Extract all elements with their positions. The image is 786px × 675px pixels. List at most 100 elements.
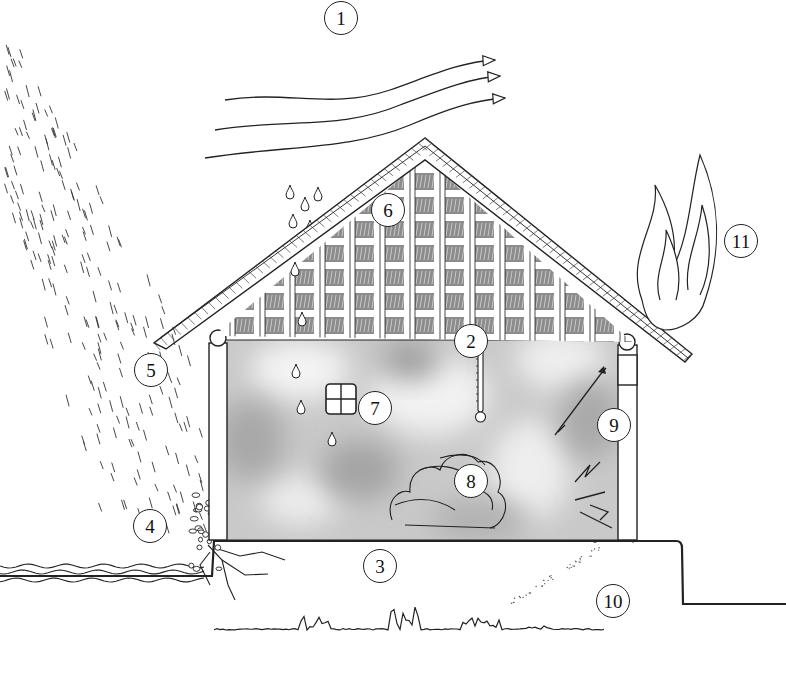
gable-wattle	[454, 247, 456, 260]
gable-wattle	[534, 317, 554, 334]
gable-wattle	[604, 343, 606, 356]
rain	[50, 339, 53, 349]
gable-wattle	[480, 295, 482, 308]
gable-wattle	[354, 293, 374, 310]
thatched-roof	[188, 317, 195, 324]
gable-wattle	[248, 295, 250, 308]
rain	[150, 407, 153, 416]
debris	[197, 545, 202, 550]
rain	[175, 413, 178, 423]
gable-wattle	[368, 319, 370, 332]
gable-wattle	[244, 247, 246, 260]
rain	[90, 225, 93, 235]
rain	[68, 147, 71, 158]
gable-wattle	[596, 343, 598, 356]
house-wall	[209, 343, 227, 540]
gable-wattle	[474, 221, 494, 238]
gable-wattle	[338, 319, 340, 332]
rain	[64, 237, 67, 245]
rain	[20, 218, 23, 228]
gable-wattle	[414, 245, 434, 262]
rain	[10, 70, 13, 82]
debris	[569, 564, 570, 565]
debris	[542, 585, 543, 586]
gable-wattle	[522, 247, 524, 260]
rain	[89, 408, 92, 415]
thermometer	[476, 348, 486, 422]
gable-wattle	[596, 319, 598, 332]
gable-wattle	[294, 173, 314, 190]
gable-wattle	[428, 175, 430, 188]
gable-wattle	[248, 199, 250, 212]
thatched-roof	[160, 146, 688, 358]
gable-wattle	[624, 173, 644, 190]
gable-wattle	[444, 293, 464, 310]
gable-wattle	[338, 175, 340, 188]
thatched-roof	[154, 138, 692, 362]
gable-wattle	[638, 343, 640, 356]
gable-wattle	[300, 175, 302, 188]
gable-wattle	[514, 319, 516, 332]
rain	[96, 317, 99, 328]
thatched-roof	[208, 302, 215, 309]
gable-wattle	[578, 199, 580, 212]
callout-number: 2	[466, 332, 476, 351]
gable-wattle	[266, 295, 268, 308]
callout-number: 1	[336, 9, 346, 28]
gable-wattle	[252, 199, 254, 212]
debris	[189, 529, 197, 533]
gable-wattle	[424, 319, 426, 332]
water-drops	[297, 400, 305, 414]
gable-wattle	[356, 343, 358, 356]
gable-wattle	[548, 175, 550, 188]
thatched-roof	[443, 160, 452, 167]
gable-wattle	[446, 247, 448, 260]
gable-wattle	[510, 319, 512, 332]
rain	[51, 210, 54, 221]
gable-wattle	[326, 175, 328, 188]
rain	[6, 88, 9, 99]
gable-wattle	[574, 343, 576, 356]
gable-wattle	[278, 271, 280, 284]
debris	[511, 602, 512, 603]
callout-number: 10	[604, 592, 623, 611]
gable-wattle	[600, 343, 602, 356]
gable-wattle	[500, 150, 505, 350]
gable-wattle	[504, 341, 524, 358]
rain	[184, 422, 187, 432]
gable-wattle	[428, 319, 430, 332]
gable-wattle	[590, 150, 595, 350]
gable-wattle	[570, 199, 572, 212]
gable-wattle	[394, 271, 396, 284]
gable-wattle	[304, 343, 306, 356]
gable-wattle	[244, 199, 246, 212]
rain	[97, 362, 100, 369]
thatched-roof	[262, 261, 269, 268]
gable-wattle	[394, 343, 396, 356]
gable-wattle	[566, 175, 568, 188]
gable-wattle	[240, 247, 242, 260]
gable-wattle	[364, 223, 366, 236]
gable-wattle	[504, 173, 524, 190]
gable-wattle	[296, 175, 298, 188]
gable-wattle	[236, 175, 238, 188]
thermometer	[476, 380, 478, 381]
callout-number: 9	[609, 416, 619, 435]
thatched-roof	[476, 187, 485, 194]
wall-damage	[598, 366, 606, 374]
gable-wattle	[600, 223, 602, 236]
gable-wattle	[642, 223, 644, 236]
gable-wattle	[368, 223, 370, 236]
gable-wattle	[402, 343, 404, 356]
gable-wattle	[566, 343, 568, 356]
gable-wattle	[236, 343, 238, 356]
gable-wattle	[582, 199, 584, 212]
gable-wattle	[578, 223, 580, 236]
gable-wattle	[638, 199, 640, 212]
gable-wattle	[432, 343, 434, 356]
gable-wattle	[450, 343, 452, 356]
gable-wattle	[634, 247, 636, 260]
gable-wattle	[642, 199, 644, 212]
gable-wattle	[492, 223, 494, 236]
gable-wattle	[270, 223, 272, 236]
